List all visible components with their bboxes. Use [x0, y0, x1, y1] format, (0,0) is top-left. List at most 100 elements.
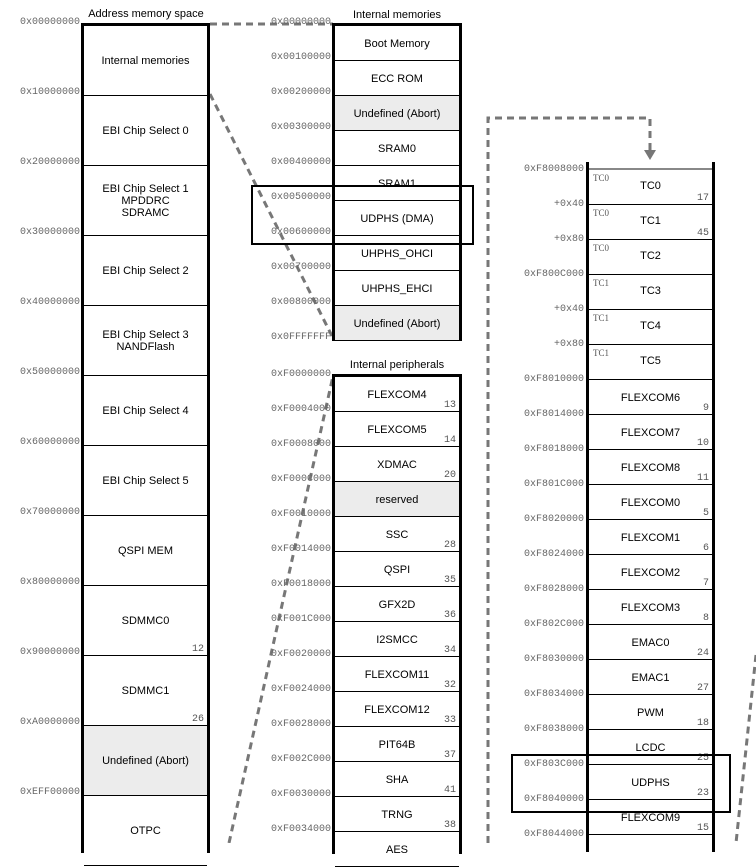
memory-region: TC2 TC0	[589, 240, 712, 275]
highlight-udphs-dma	[251, 185, 474, 245]
region-name: Undefined (Abort)	[353, 107, 441, 120]
interrupt-id: 11	[696, 473, 709, 484]
region-name: SDMMC0	[121, 615, 170, 627]
tc-block-label: TC0	[593, 208, 610, 218]
address-label: 0x00100000	[270, 52, 331, 63]
address-label: 0xF0004000	[270, 404, 331, 415]
address-label: 0xF8034000	[523, 689, 584, 700]
address-label: 0xA0000000	[19, 717, 80, 728]
region-name: FLEXCOM7	[620, 426, 681, 439]
internal-peripherals-title: Internal peripherals	[349, 359, 445, 371]
memory-region: FLEXCOM1 6	[589, 520, 712, 555]
memory-region: PIT64B 37	[335, 727, 459, 762]
address-label: 0xF8010000	[523, 374, 584, 385]
address-label: 0xF8018000	[523, 444, 584, 455]
region-name: UHPHS_EHCI	[361, 282, 433, 295]
interrupt-id: 36	[443, 610, 456, 621]
memory-region: Boot Memory	[335, 26, 459, 61]
region-name: TC1	[640, 214, 661, 227]
address-label: 0xF0008000	[270, 439, 331, 450]
address-label: 0xF0024000	[270, 684, 331, 695]
region-name: FLEXCOM3	[620, 601, 681, 614]
interrupt-id: 5	[702, 508, 709, 519]
address-label: 0xF0014000	[270, 544, 331, 555]
address-label-end: 0x0FFFFFFF	[270, 332, 331, 343]
address-label: 0xF001C000	[270, 614, 331, 625]
region-name: Undefined (Abort)	[353, 317, 441, 330]
memory-region: AES	[335, 832, 459, 867]
tc-block-label: TC1	[593, 348, 610, 358]
address-label: 0x60000000	[19, 437, 80, 448]
region-name: TC5	[640, 354, 661, 367]
address-label: 0x00700000	[270, 262, 331, 273]
interrupt-id: 23	[696, 788, 709, 799]
address-label: 0xF0000000	[270, 369, 331, 380]
interrupt-id: 26	[191, 714, 204, 725]
memory-region: Internal memories	[84, 26, 207, 96]
interrupt-id: 6	[702, 543, 709, 554]
address-label: 0xF8040000	[523, 794, 584, 805]
interrupt-id: 20	[443, 470, 456, 481]
memory-region: Undefined (Abort)	[335, 306, 459, 341]
address-label: 0xF002C000	[270, 754, 331, 765]
region-name: FLEXCOM8	[620, 461, 681, 474]
memory-region: EBI Chip Select 4	[84, 376, 207, 446]
address-label: 0xF803C000	[523, 759, 584, 770]
memory-region: SRAM0	[335, 131, 459, 166]
address-label: 0xF8038000	[523, 724, 584, 735]
memory-region: UDPHS (DMA)	[335, 201, 459, 236]
address-label: 0xF800C000	[523, 269, 584, 280]
address-label: 0x00000000	[19, 17, 80, 28]
region-name: TC2	[640, 249, 661, 262]
interrupt-id: 32	[443, 680, 456, 691]
region-name: EBI Chip Select 5	[102, 475, 189, 487]
interrupt-id: 27	[696, 683, 709, 694]
memory-region: ECC ROM	[335, 61, 459, 96]
region-name: TC3	[640, 284, 661, 297]
region-name: EBI Chip Select 2	[102, 265, 189, 277]
region-name: FLEXCOM1	[620, 531, 681, 544]
address-label: 0xF0034000	[270, 824, 331, 835]
region-name: SDMMC1	[121, 685, 170, 697]
region-name: FLEXCOM12	[364, 703, 430, 716]
tc-block-label: TC0	[593, 243, 610, 253]
interrupt-id: 12	[191, 644, 204, 655]
address-label: 0x30000000	[19, 227, 80, 238]
region-name: UDPHS	[631, 776, 670, 789]
address-label: 0x90000000	[19, 647, 80, 658]
internal-memories-title: Internal memories	[352, 9, 442, 21]
region-name: EBI Chip Select 4	[102, 405, 189, 417]
memory-region: reserved	[335, 482, 459, 517]
memory-region: EBI Chip Select 2	[84, 236, 207, 306]
interrupt-id: 7	[702, 578, 709, 589]
region-name: TC0	[640, 179, 661, 192]
region-name: EBI Chip Select 3 NANDFlash	[102, 329, 189, 353]
interrupt-id: 38	[443, 820, 456, 831]
address-label: 0x00800000	[270, 297, 331, 308]
address-label: 0xF8020000	[523, 514, 584, 525]
address-label: +0x80	[553, 234, 584, 245]
address-label: 0xF0010000	[270, 509, 331, 520]
address-label: 0x80000000	[19, 577, 80, 588]
memory-region: UDPHS 23	[589, 765, 712, 800]
highlight-udphs	[511, 754, 731, 813]
address-label: 0x00000000	[270, 17, 331, 28]
address-label: 0x50000000	[19, 367, 80, 378]
interrupt-id: 37	[443, 750, 456, 761]
address-label: 0xF8024000	[523, 549, 584, 560]
address-label: 0xF8030000	[523, 654, 584, 665]
region-name: PIT64B	[378, 738, 416, 751]
